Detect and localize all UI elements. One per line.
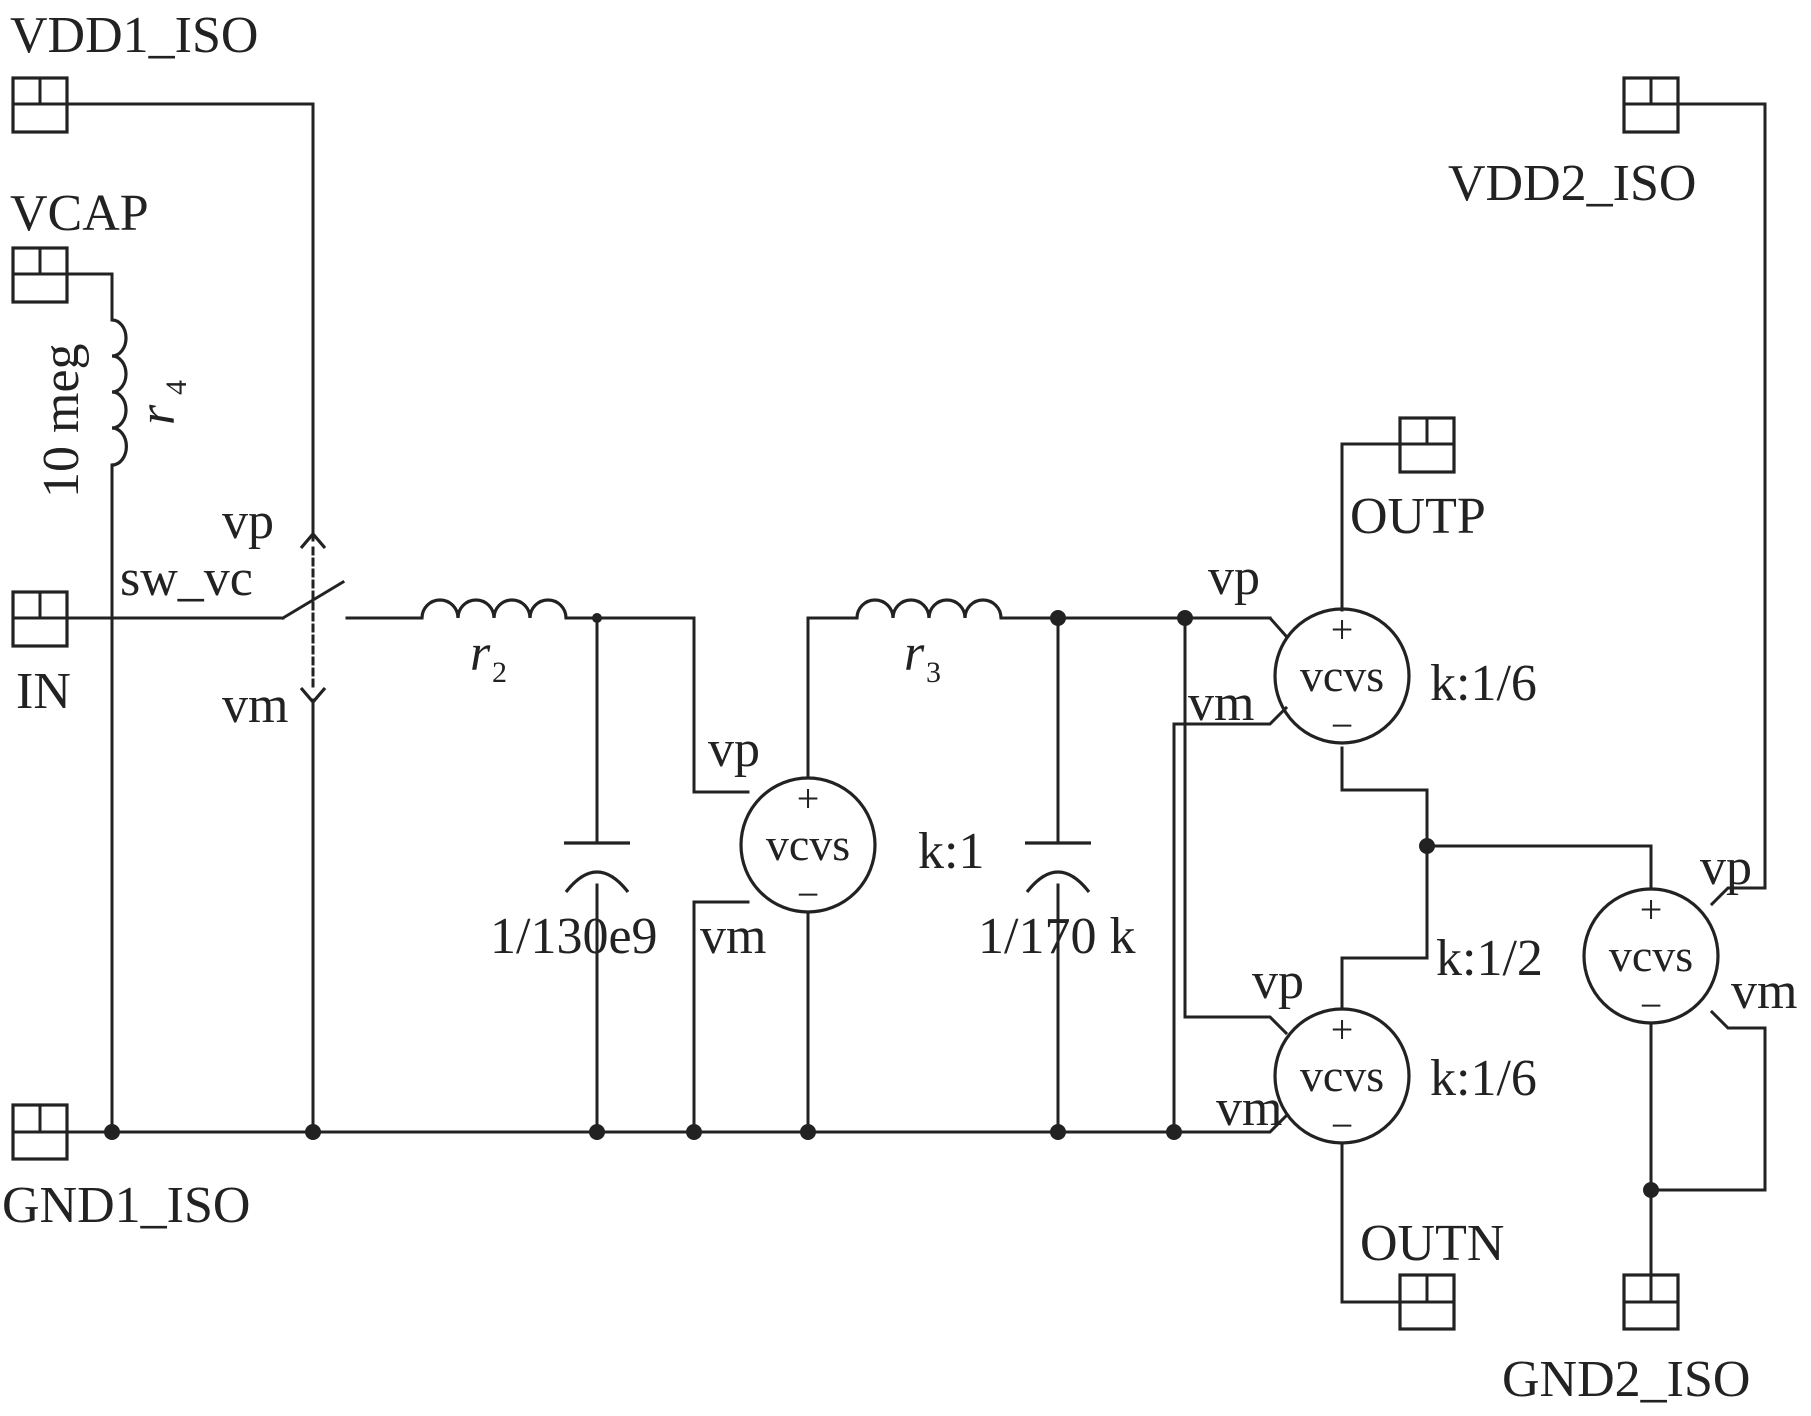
e1-plus: + [797, 776, 820, 821]
e4-vp-label: vp [1700, 839, 1752, 896]
r2-name: r [470, 625, 491, 682]
e1-gain: k:1 [918, 823, 984, 880]
port-in: IN [11, 590, 71, 720]
switch-vm-label: vm [222, 677, 288, 734]
c1-value: 1/130e9 [490, 908, 658, 965]
junction-dots [104, 610, 1659, 1198]
e1-body: vcvs [766, 819, 850, 870]
e1-vp-label: vp [708, 721, 760, 778]
port-outp: OUTP [1350, 416, 1486, 545]
r2-subscript: 2 [492, 656, 507, 689]
e4-body: vcvs [1609, 930, 1693, 981]
e3-gain: k:1/6 [1430, 1050, 1537, 1107]
e2-vp-label: vp [1208, 549, 1260, 606]
r4-subscript: 4 [160, 380, 193, 395]
port-gnd2: GND2_ISO [1502, 1273, 1750, 1408]
capacitor-c2: 1/170 k [978, 841, 1135, 965]
port-outn: OUTN [1360, 1215, 1504, 1331]
e3-minus: − [1331, 1103, 1354, 1148]
switch-sw-vc: vp sw_vc vm [120, 493, 346, 734]
port-label-outp: OUTP [1350, 488, 1486, 545]
vcvs-e2: + vcvs − vp vm k:1/6 [1188, 549, 1537, 748]
r4-name: r [129, 404, 186, 425]
port-gnd1: GND1_ISO [2, 1103, 250, 1234]
wires [65, 102, 1767, 1304]
e1-minus: − [797, 872, 820, 917]
port-label-outn: OUTN [1360, 1215, 1504, 1272]
port-label-gnd1: GND1_ISO [2, 1177, 250, 1234]
e2-plus: + [1331, 607, 1354, 652]
vcvs-e4: + vcvs − vp vm k:1/2 [1436, 839, 1797, 1028]
r3-name: r [904, 625, 925, 682]
port-label-vcap: VCAP [10, 185, 149, 242]
port-vcap: VCAP [10, 185, 149, 304]
e2-vm-label: vm [1188, 675, 1254, 732]
port-vdd1: VDD1_ISO [10, 7, 258, 134]
e3-plus: + [1331, 1007, 1354, 1052]
e3-body: vcvs [1300, 1050, 1384, 1101]
e4-minus: − [1640, 983, 1663, 1028]
resistor-r3: r 3 [855, 598, 1003, 689]
e4-plus: + [1640, 887, 1663, 932]
e2-minus: − [1331, 703, 1354, 748]
e4-vm-label: vm [1731, 963, 1797, 1020]
resistor-r4: 10 meg r 4 [33, 318, 193, 498]
switch-vp-label: vp [222, 493, 274, 550]
resistor-r2: r 2 [420, 598, 568, 689]
port-label-vdd1: VDD1_ISO [10, 7, 258, 64]
port-vdd2: VDD2_ISO [1448, 76, 1696, 212]
e1-vm-label: vm [700, 908, 766, 965]
vcvs-e3: + vcvs − vp vm k:1/6 [1216, 953, 1537, 1148]
e3-vp-label: vp [1252, 953, 1304, 1010]
e4-gain: k:1/2 [1436, 930, 1543, 987]
switch-name-label: sw_vc [120, 550, 253, 607]
r4-value: 10 meg [33, 343, 90, 498]
port-label-gnd2: GND2_ISO [1502, 1351, 1750, 1408]
port-label-in: IN [16, 663, 71, 720]
e2-gain: k:1/6 [1430, 655, 1537, 712]
r3-subscript: 3 [926, 656, 941, 689]
c2-value: 1/170 k [978, 908, 1135, 965]
e2-body: vcvs [1300, 650, 1384, 701]
vcvs-e1: + vcvs − vp vm k:1 [700, 721, 984, 965]
port-label-vdd2: VDD2_ISO [1448, 155, 1696, 212]
capacitor-c1: 1/130e9 [490, 841, 658, 965]
e3-vm-label: vm [1216, 1080, 1282, 1137]
